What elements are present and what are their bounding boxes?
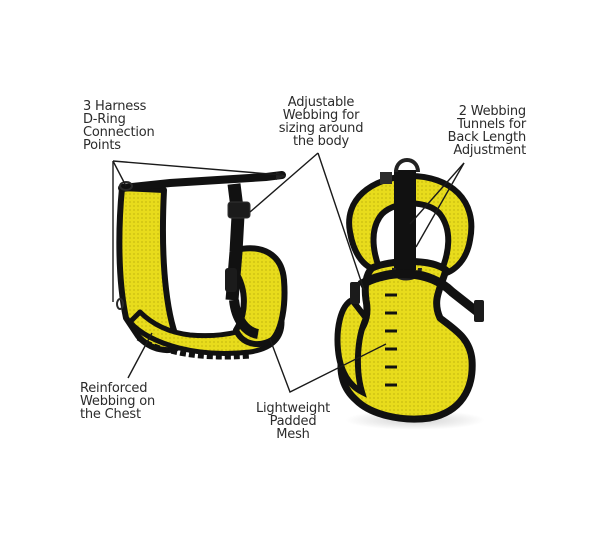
- leader-adjustable-webbing: [249, 152, 319, 213]
- callout-reinforced-webbing: Reinforced Webbing on the Chest: [80, 381, 156, 422]
- top-view-harness: [334, 158, 485, 430]
- leader-d-ring: [112, 160, 127, 187]
- leader-webbing-tunnels: [409, 162, 465, 225]
- leader-lines: [112, 152, 465, 393]
- callout-adjustable-webbing: Adjustable Webbing for sizing around the…: [278, 95, 364, 149]
- callout-webbing-tunnels: 2 Webbing Tunnels for Back Length Adjust…: [447, 104, 527, 158]
- callout-d-ring-connection-points: 3 Harness D-Ring Connection Points: [83, 99, 155, 153]
- leader-reinforced-webbing: [127, 332, 153, 379]
- callout-padded-mesh: Lightweight Padded Mesh: [255, 401, 331, 442]
- leader-padded-mesh: [269, 338, 387, 393]
- side-view-harness: [116, 171, 288, 360]
